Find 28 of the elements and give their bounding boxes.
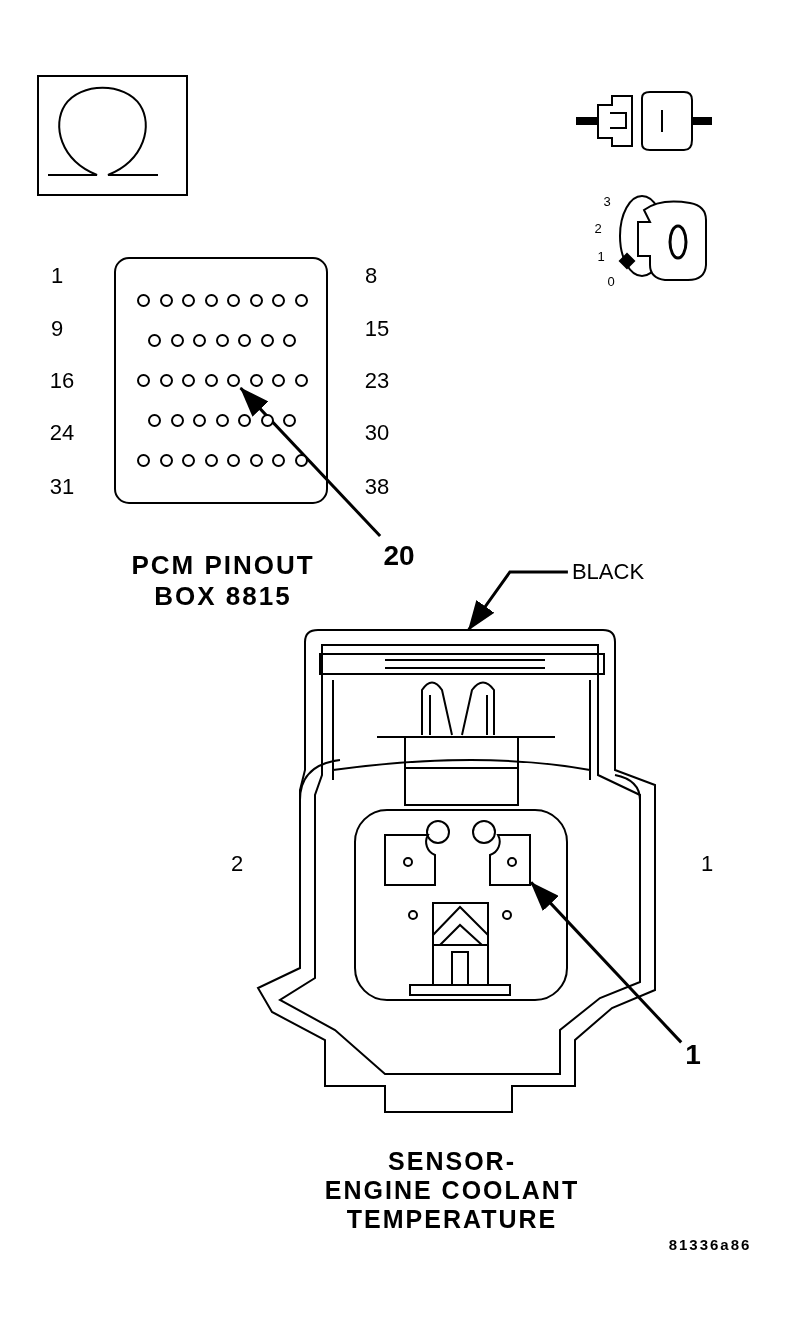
cavity-number: 1 [700,851,714,877]
terminal-cavity [489,834,531,886]
pin-hole [227,374,240,387]
callout-number: 20 [383,540,415,572]
callout-number: 1 [685,1039,701,1071]
wire-color-label: BLACK [571,559,645,585]
pin-number: 15 [364,316,390,342]
position-number: 0 [607,273,615,289]
cavity-number: 2 [230,851,244,877]
leader-line [239,386,382,538]
figure-number: 81336a86 [668,1235,752,1253]
pin-number: 38 [364,474,390,500]
pin-number: 1 [50,263,64,289]
pin-number: 24 [49,420,75,446]
leader-line [529,881,683,1044]
pin-number: 8 [364,263,378,289]
pin-number: 31 [49,474,75,500]
position-number: 3 [603,193,611,209]
leader-line [467,570,568,631]
tool-title: PCM PINOUT BOX 8815 [130,550,316,612]
pin-number: 30 [364,420,390,446]
position-number: 1 [597,248,605,264]
pin-number: 23 [364,368,390,394]
pin-number: 9 [50,316,64,342]
component-title: SENSOR- ENGINE COOLANT TEMPERATURE [323,1146,581,1234]
position-number: 2 [594,220,602,236]
connector-drawing [257,629,656,1113]
pin-number: 16 [49,368,75,394]
